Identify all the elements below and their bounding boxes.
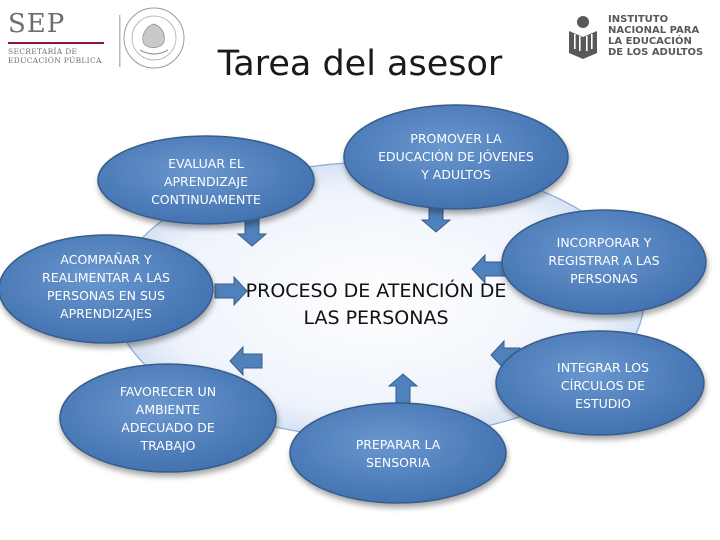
node-acompanar: [0, 234, 214, 344]
slide-title: Tarea del asesor: [217, 44, 503, 84]
arrow-from-incorporar: [471, 253, 506, 285]
sep-logo-bar: [8, 42, 104, 44]
node-incorporar-label: INCORPORAR Y REGISTRAR A LAS PERSONAS: [548, 235, 660, 286]
node-integrar-label: INTEGRAR LOS CÍRCULOS DE ESTUDIO: [557, 360, 649, 411]
inea-logo-icon: [569, 16, 597, 59]
node-favorecer-label: FAVORECER UN AMBIENTE ADECUADO DE TRABAJ…: [119, 384, 217, 453]
node-promover: [343, 104, 569, 210]
node-incorporar: [501, 209, 707, 315]
arrow-from-acompanar: [214, 275, 248, 307]
node-integrar: [495, 330, 705, 436]
node-preparar-label: PREPARAR LA SENSORIA: [355, 437, 441, 470]
sep-logo-name: SEP: [8, 9, 66, 39]
sep-logo-subtitle: SECRETARÍA DE EDUCACIÓN PÚBLICA: [8, 47, 102, 65]
arrow-from-favorecer: [229, 345, 263, 377]
node-favorecer: [59, 363, 277, 473]
node-preparar: [289, 402, 507, 504]
node-evaluar-label: EVALUAR EL APRENDIZAJE CONTINUAMENTE: [151, 156, 261, 207]
arrow-from-evaluar: [236, 217, 268, 247]
mexico-seal-icon: [123, 7, 185, 69]
sep-logo: SEP SECRETARÍA DE EDUCACIÓN PÚBLICA: [8, 10, 108, 65]
node-promover-label: PROMOVER LA EDUCACIÓN DE JÓVENES Y ADULT…: [378, 131, 534, 182]
header-divider: [119, 15, 121, 67]
node-acompanar-label: ACOMPAÑAR Y REALIMENTAR A LAS PERSONAS E…: [42, 252, 170, 321]
inea-logo-text: INSTITUTO NACIONAL PARA LA EDUCACIÓN DE …: [608, 14, 704, 58]
node-evaluar: [97, 135, 315, 225]
center-label: PROCESO DE ATENCIÓN DE LAS PERSONAS: [245, 280, 507, 329]
